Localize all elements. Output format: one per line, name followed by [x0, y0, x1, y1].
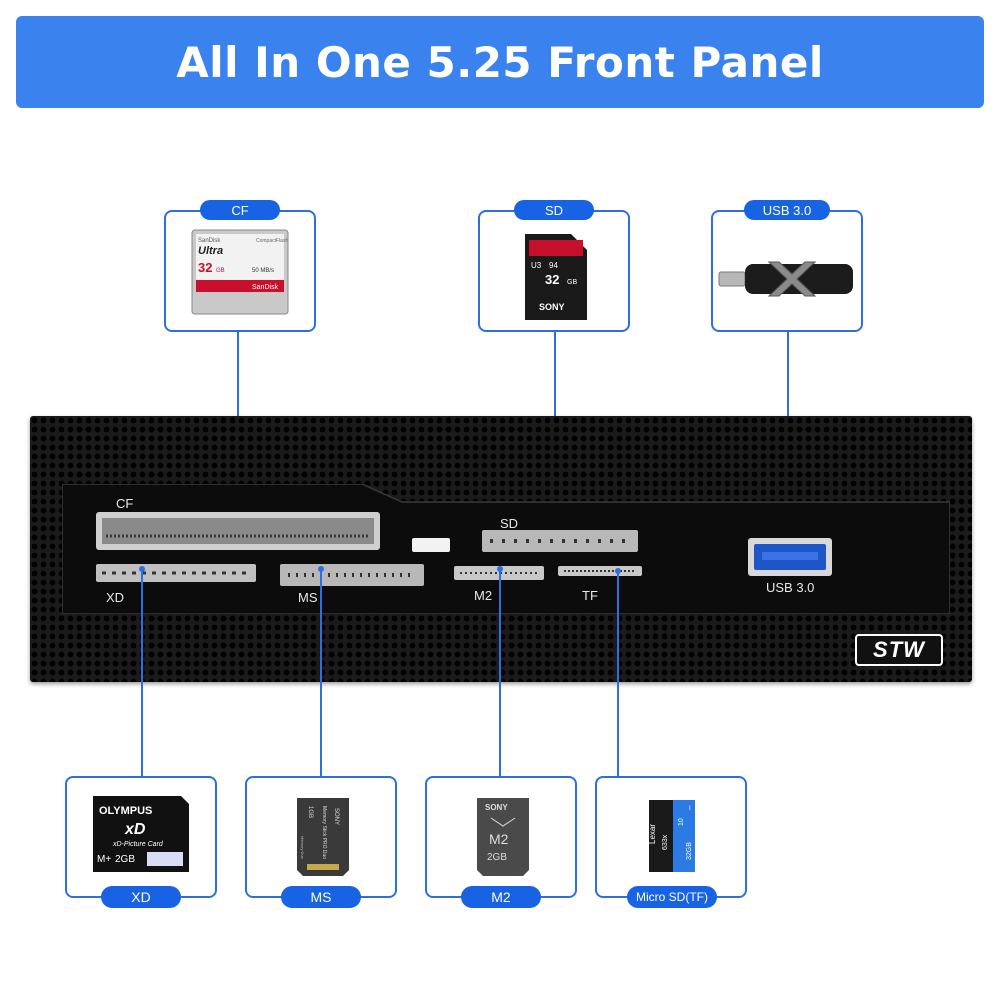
tf-connector-line [617, 570, 619, 776]
usb-flash-drive-image [718, 261, 853, 297]
svg-text:SONY: SONY [333, 808, 339, 825]
svg-text:CompactFlash: CompactFlash [256, 238, 288, 244]
stw-brand-logo: STW [855, 634, 943, 666]
svg-text:xD-Picture Card: xD-Picture Card [112, 841, 164, 848]
tf-label-pill: Micro SD(TF) [627, 886, 717, 908]
svg-text:SanDisk: SanDisk [198, 238, 221, 244]
svg-text:SONY: SONY [485, 803, 508, 812]
svg-text:M2: M2 [489, 831, 509, 847]
ms-connector-dot [318, 566, 324, 572]
ms-connector-line [320, 568, 322, 776]
cf-card-image: SanDisk CompactFlash Ultra 32 GB 50 MB/s… [191, 229, 289, 315]
sd-card-image: U3 94 32 GB SONY [525, 234, 587, 320]
svg-text:50 MB/s: 50 MB/s [252, 268, 274, 274]
cf-label-pill: CF [200, 200, 280, 220]
svg-text:1GB: 1GB [307, 806, 313, 818]
xd-connector-line [141, 568, 143, 776]
svg-text:Ultra: Ultra [198, 245, 223, 257]
svg-text:Memory Duo: Memory Duo [300, 836, 305, 860]
ms-label-pill: MS [281, 886, 361, 908]
ms-callout-card: SONY Memory Stick PRO Duo 1GB Memory Duo [245, 776, 397, 898]
xd-label-pill: XD [101, 886, 181, 908]
tf-connector-dot [615, 568, 621, 574]
sd-label-pill: SD [514, 200, 594, 220]
svg-text:OLYMPUS: OLYMPUS [99, 805, 152, 817]
m2-callout-card: SONY M2 2GB [425, 776, 577, 898]
svg-text:Lexar: Lexar [648, 824, 657, 844]
usb-label-pill: USB 3.0 [744, 200, 830, 220]
ms-card-image: SONY Memory Stick PRO Duo 1GB Memory Duo [297, 798, 349, 876]
svg-text:32: 32 [198, 260, 212, 275]
xd-slot-label: XD [106, 590, 125, 605]
svg-text:M+: M+ [97, 854, 111, 865]
cf-callout-card: SanDisk CompactFlash Ultra 32 GB 50 MB/s… [164, 210, 316, 332]
svg-text:10: 10 [678, 818, 685, 826]
ms-slot-label: MS [298, 590, 318, 605]
tf-callout-card: Lexar 633x 10 32GB I [595, 776, 747, 898]
sd-callout-card: U3 94 32 GB SONY [478, 210, 630, 332]
svg-text:94: 94 [549, 261, 558, 270]
svg-text:Memory Stick PRO Duo: Memory Stick PRO Duo [321, 806, 327, 859]
svg-text:SanDisk: SanDisk [252, 284, 279, 291]
m2-card-image: SONY M2 2GB [477, 798, 529, 876]
panel-faceplate [62, 484, 950, 614]
svg-text:GB: GB [567, 279, 577, 286]
svg-text:2GB: 2GB [115, 854, 135, 865]
svg-text:633x: 633x [662, 834, 669, 850]
m2-connector-line [499, 568, 501, 776]
svg-text:I: I [689, 806, 691, 812]
page-title: All In One 5.25 Front Panel [176, 37, 824, 87]
usb-callout-card [711, 210, 863, 332]
xd-card-image: OLYMPUS xD xD-Picture Card M+ 2GB [93, 796, 189, 872]
xd-connector-dot [139, 566, 145, 572]
m2-slot-label: M2 [474, 588, 493, 603]
tf-slot-label: TF [582, 588, 598, 603]
cf-slot-label: CF [116, 496, 134, 511]
sd-slot-label: SD [500, 516, 519, 531]
m2-label-pill: M2 [461, 886, 541, 908]
svg-text:GB: GB [216, 268, 225, 274]
svg-text:U3: U3 [531, 261, 542, 270]
svg-text:32GB: 32GB [686, 842, 693, 860]
xd-callout-card: OLYMPUS xD xD-Picture Card M+ 2GB [65, 776, 217, 898]
svg-text:2GB: 2GB [487, 852, 507, 863]
m2-connector-dot [497, 566, 503, 572]
tf-card-image: Lexar 633x 10 32GB I [648, 800, 695, 872]
usb-slot-label: USB 3.0 [766, 580, 815, 595]
svg-text:SONY: SONY [539, 302, 565, 312]
title-banner: All In One 5.25 Front Panel [16, 16, 984, 108]
svg-text:xD: xD [124, 821, 146, 838]
svg-text:32: 32 [545, 272, 559, 287]
